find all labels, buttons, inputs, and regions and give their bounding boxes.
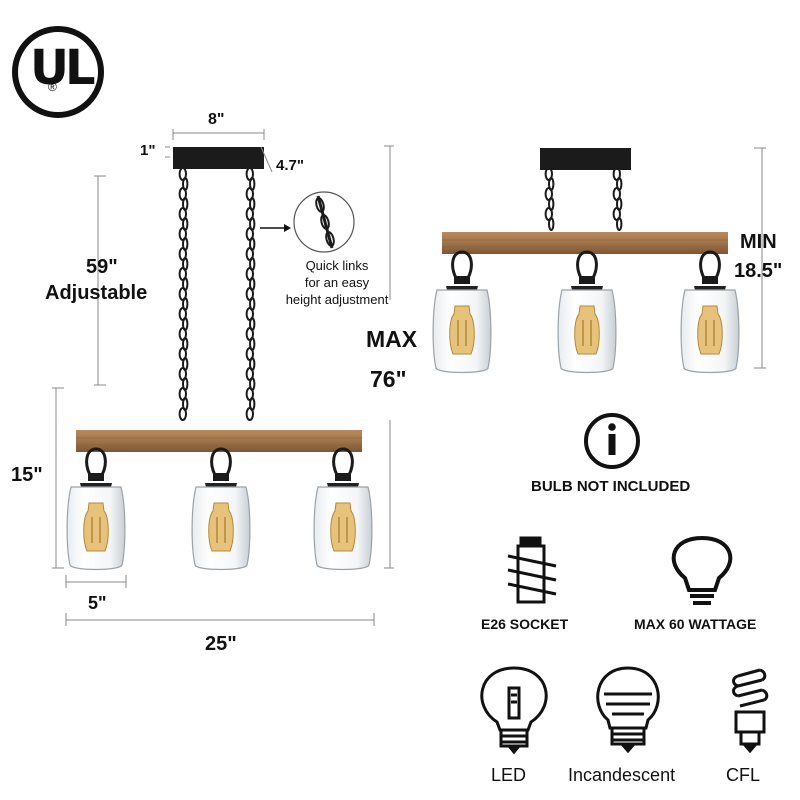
total-width-label: 25": [205, 633, 237, 655]
chain-link: [548, 217, 555, 231]
incandescent-bulb-icon: [596, 666, 660, 754]
shade-min-3: [679, 250, 741, 374]
bulb-type-led: LED: [491, 765, 527, 785]
bulb-not-included-label: BULB NOT INCLUDED: [531, 478, 691, 495]
chains: [178, 167, 256, 421]
led-bulb-icon: [480, 666, 548, 755]
canopy-min: [540, 148, 631, 170]
wattage-label: MAX 60 WATTAGE: [634, 616, 757, 632]
lightbulb-icon: [671, 535, 733, 605]
shade-width-label: 5": [88, 593, 107, 613]
ul-logo-text: UL: [30, 40, 96, 96]
canopy-depth-label: 4.7": [276, 157, 304, 174]
quick-links-line-3: height adjustment: [285, 292, 389, 307]
info-icon: [584, 413, 640, 469]
shade-left-1: [65, 447, 127, 571]
max-value-label: 76": [370, 366, 407, 392]
quick-links-line-2: for an easy: [304, 275, 370, 290]
shade-left-3: [312, 447, 374, 571]
wood-bar: [76, 430, 362, 452]
shade-min-1: [431, 250, 493, 374]
chain-length-label: 59": [86, 256, 118, 278]
chain-link: [245, 407, 255, 421]
wood-bar-min: [442, 232, 728, 254]
quick-link-detail: [260, 191, 355, 253]
shade-left-2: [190, 447, 252, 571]
quick-links-line-1: Quick links: [305, 258, 369, 273]
shade-min-2: [556, 250, 618, 374]
chains-min: [544, 167, 623, 231]
max-label: MAX: [366, 326, 418, 352]
min-label: MIN: [740, 231, 777, 253]
chain-link: [178, 407, 188, 421]
ul-logo-icon: [12, 26, 104, 118]
chain-link: [616, 217, 623, 231]
bulb-type-incandescent: Incandescent: [568, 765, 676, 785]
quick-links-caption: Quick links for an easy height adjustmen…: [282, 257, 392, 308]
fixture-height-label: 15": [11, 464, 43, 486]
ul-registered-mark: ®: [48, 80, 57, 94]
chain-adjustable-label: Adjustable: [45, 282, 148, 304]
socket-label: E26 SOCKET: [481, 616, 569, 632]
bulb-type-cfl: CFL: [726, 765, 761, 785]
socket-icon: [507, 536, 557, 604]
canopy-height-label: 1": [140, 142, 156, 159]
canopy: [173, 147, 264, 169]
canopy-width-label: 8": [208, 111, 225, 128]
cfl-bulb-icon: [732, 668, 769, 754]
min-value-label: 18.5": [734, 260, 783, 282]
